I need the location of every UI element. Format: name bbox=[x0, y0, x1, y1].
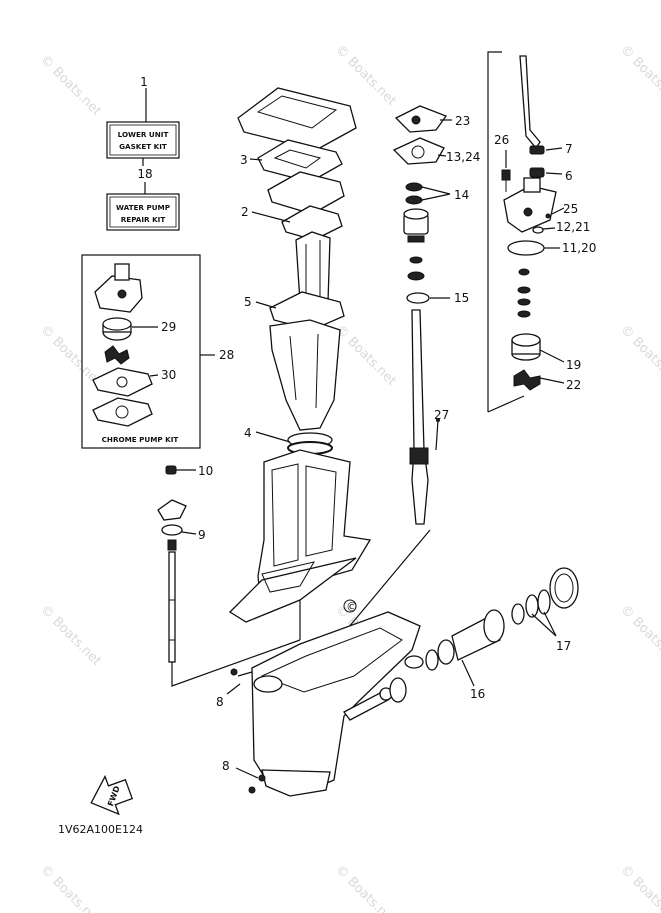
watermark: © Boats.net bbox=[332, 322, 399, 389]
impeller-22 bbox=[513, 369, 541, 391]
gasket-2 bbox=[281, 205, 343, 241]
callout-3: 3 bbox=[240, 153, 248, 167]
callout-30: 30 bbox=[161, 368, 176, 382]
watermark: © Boats.net bbox=[332, 42, 399, 109]
callout-5: 5 bbox=[244, 295, 252, 309]
watermark: © Boats.net bbox=[617, 322, 661, 389]
watermark: © Boats.net bbox=[37, 602, 104, 669]
fwd-arrow-icon: FWD bbox=[90, 774, 134, 816]
chrome-pump-kit: CHROME PUMP KIT 28 29 30 bbox=[81, 254, 234, 449]
muffler bbox=[269, 319, 341, 431]
water-pump-kit-line1: WATER PUMP bbox=[116, 203, 170, 212]
oring-9 bbox=[161, 524, 183, 536]
callout-18: 18 bbox=[137, 167, 152, 181]
cover-23 bbox=[394, 105, 448, 133]
oring-11 bbox=[507, 240, 545, 256]
callout-6: 6 bbox=[565, 169, 573, 183]
propeller-spacer bbox=[549, 567, 579, 609]
drive-shaft-parts: 23 13,24 14 15 27 bbox=[392, 105, 480, 525]
watermark: © Boats.net bbox=[617, 862, 661, 913]
callout-22: 22 bbox=[566, 378, 581, 392]
gasket-13 bbox=[392, 137, 445, 165]
shift-rod-boot bbox=[157, 499, 187, 521]
gasket-kit-line1: LOWER UNIT bbox=[118, 130, 169, 139]
watermark: © Boats.net bbox=[37, 52, 104, 119]
gasket-5 bbox=[269, 291, 345, 331]
adapter-plate bbox=[267, 171, 345, 215]
chrome-pump-kit-label: CHROME PUMP KIT bbox=[102, 435, 179, 444]
impeller bbox=[104, 345, 130, 365]
callout-9: 9 bbox=[198, 528, 206, 542]
gasket-kit-line2: GASKET KIT bbox=[119, 142, 167, 151]
pump-gasket bbox=[92, 397, 153, 427]
watermark: © Boats.net bbox=[617, 602, 661, 669]
callout-14: 14 bbox=[454, 188, 469, 202]
callout-8-bottom: 8 bbox=[222, 759, 230, 773]
gasket-3 bbox=[257, 139, 343, 183]
water-tube bbox=[519, 55, 541, 150]
lower-casing-assembly: © 8 8 16 17 bbox=[216, 567, 579, 797]
callout-15: 15 bbox=[454, 291, 469, 305]
diagram-code: 1V62A100E124 bbox=[58, 823, 143, 836]
callout-12-21: 12,21 bbox=[556, 220, 590, 234]
callout-8-top: 8 bbox=[216, 695, 224, 709]
pump-housing-neck bbox=[114, 263, 130, 281]
callout-11-20: 11,20 bbox=[562, 241, 596, 255]
callout-17: 17 bbox=[556, 639, 571, 653]
callout-2: 2 bbox=[241, 205, 249, 219]
watermark: © Boats.net bbox=[37, 862, 104, 913]
copyright-mark: © bbox=[346, 600, 358, 614]
water-pump-kit-line2: REPAIR KIT bbox=[121, 215, 166, 224]
water-pump-kit: 18 WATER PUMP REPAIR KIT bbox=[106, 158, 180, 231]
watermark: © Boats.net bbox=[332, 862, 399, 913]
reverse-gear bbox=[389, 677, 407, 703]
callout-16: 16 bbox=[470, 687, 485, 701]
skeg bbox=[261, 769, 331, 797]
top-cover bbox=[237, 87, 357, 151]
callout-28: 28 bbox=[219, 348, 234, 362]
callout-19: 19 bbox=[566, 358, 581, 372]
callout-26: 26 bbox=[494, 133, 509, 147]
shift-rod bbox=[168, 551, 176, 663]
callout-25: 25 bbox=[563, 202, 578, 216]
callout-29: 29 bbox=[161, 320, 176, 334]
upper-casing bbox=[257, 449, 372, 597]
oring-15 bbox=[406, 292, 430, 304]
outer-plate bbox=[92, 367, 153, 397]
gasket-kit: 1 LOWER UNIT GASKET KIT bbox=[106, 75, 180, 159]
callout-4: 4 bbox=[244, 426, 252, 440]
water-pump-column: 7 6 26 25 12,21 11,20 19 bbox=[487, 51, 596, 413]
watermark: © Boats.net bbox=[617, 42, 661, 109]
shift-rod-parts: 10 9 bbox=[157, 464, 431, 687]
callout-1: 1 bbox=[140, 75, 148, 89]
upper-casing-assembly: 3 2 5 4 bbox=[228, 87, 372, 623]
callout-23: 23 bbox=[455, 114, 470, 128]
callout-10: 10 bbox=[198, 464, 213, 478]
drive-shaft bbox=[411, 309, 429, 525]
callout-7: 7 bbox=[565, 142, 573, 156]
callout-13-24: 13,24 bbox=[446, 150, 480, 164]
anti-ventilation-plate bbox=[228, 557, 357, 623]
exhaust-tube bbox=[295, 231, 331, 303]
callout-27: 27 bbox=[434, 408, 449, 422]
insert-19 bbox=[511, 333, 541, 347]
